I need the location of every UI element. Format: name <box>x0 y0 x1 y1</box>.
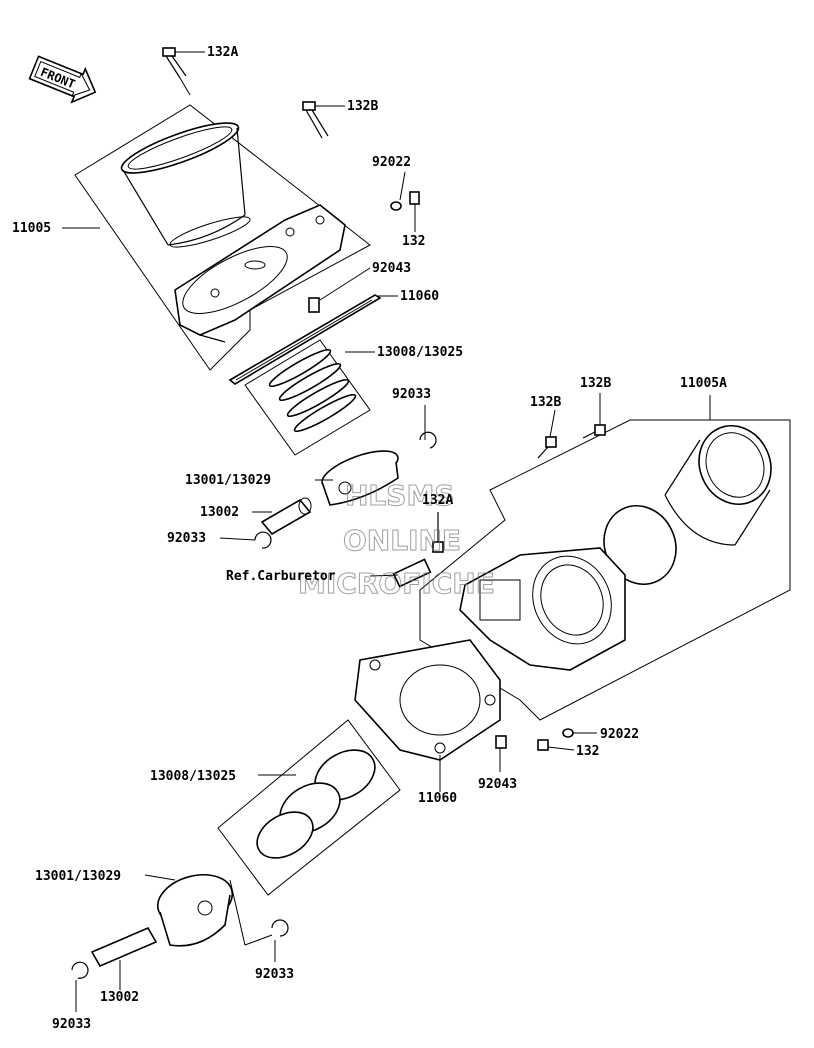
label-92022-bottom: 92022 <box>600 727 639 742</box>
label-92043-top: 92043 <box>372 261 411 276</box>
bolt-132-top <box>409 191 420 205</box>
label-132b-top: 132B <box>347 99 378 114</box>
circlip-top-b <box>254 531 272 549</box>
leader-lines <box>62 51 711 1012</box>
circlip-top-a <box>419 431 437 449</box>
washer-92022-bottom <box>562 728 574 738</box>
washer-92022-top <box>390 201 402 211</box>
svg-text:HLSMS: HLSMS <box>345 479 454 512</box>
base-gasket-bottom <box>354 639 501 761</box>
bottom-cylinder-group <box>71 419 791 979</box>
bolt-132b-top <box>302 101 329 139</box>
bolt-132-bottom <box>537 739 549 751</box>
svg-text:MICROFICHE: MICROFICHE <box>298 567 495 600</box>
circlip-bottom-a <box>271 919 289 937</box>
piston-pin-top <box>260 497 312 536</box>
dowel-pin-top <box>308 297 320 313</box>
piston-bottom <box>156 874 234 947</box>
dowel-pin-bottom <box>495 735 507 749</box>
circlip-bottom-b <box>71 961 89 979</box>
label-13002-bottom: 13002 <box>100 990 139 1005</box>
label-13002-top: 13002 <box>200 505 239 520</box>
part-labels: 132A 132B 92022 132 11005 92043 11060 13… <box>12 45 727 1032</box>
label-11060-top: 11060 <box>400 289 439 304</box>
piston-rings-top <box>244 339 371 456</box>
label-11005: 11005 <box>12 221 51 236</box>
label-132b-mid-2: 132B <box>580 376 611 391</box>
label-11060-bottom: 11060 <box>418 791 457 806</box>
label-92022-top: 92022 <box>372 155 411 170</box>
svg-text:ONLINE: ONLINE <box>343 524 461 557</box>
label-92033-c: 92033 <box>255 967 294 982</box>
piston-rings-bottom <box>217 719 401 896</box>
label-13008-bottom: 13008/13025 <box>150 769 236 784</box>
top-cylinder-group <box>74 47 437 549</box>
label-92043-bottom: 92043 <box>478 777 517 792</box>
bolt-132a-top <box>162 47 191 96</box>
carburetor-ref-part <box>392 558 432 588</box>
bolt-132a-mid <box>432 512 444 553</box>
bolt-132b-mid-1 <box>537 436 557 459</box>
label-92033-d: 92033 <box>52 1017 91 1032</box>
label-132-top: 132 <box>402 234 425 249</box>
label-132-bottom: 132 <box>576 744 599 759</box>
label-13001-top: 13001/13029 <box>185 473 271 488</box>
cylinder-sleeve-top <box>120 122 251 248</box>
cylinder-block-top <box>174 204 346 343</box>
label-132a-mid: 132A <box>422 493 453 508</box>
cylinder-sleeve-bottom <box>664 425 772 546</box>
label-13001-bottom: 13001/13029 <box>35 869 121 884</box>
front-arrow-icon: FRONT <box>28 55 97 104</box>
label-132b-mid-1: 132B <box>530 395 561 410</box>
piston-top <box>321 450 399 506</box>
bolt-132b-mid-2 <box>582 424 606 439</box>
label-92033-a: 92033 <box>392 387 431 402</box>
label-132a-top: 132A <box>207 45 238 60</box>
label-ref-carburetor: Ref.Carburetor <box>226 569 336 584</box>
piston-pin-bottom <box>90 926 158 968</box>
watermark: HLSMS ONLINE MICROFICHE <box>298 479 496 601</box>
cylinder-block-bottom <box>459 547 626 671</box>
label-11005a: 11005A <box>680 376 727 391</box>
gasket-top <box>228 294 382 385</box>
label-13008-top: 13008/13025 <box>377 345 463 360</box>
label-92033-b: 92033 <box>167 531 206 546</box>
